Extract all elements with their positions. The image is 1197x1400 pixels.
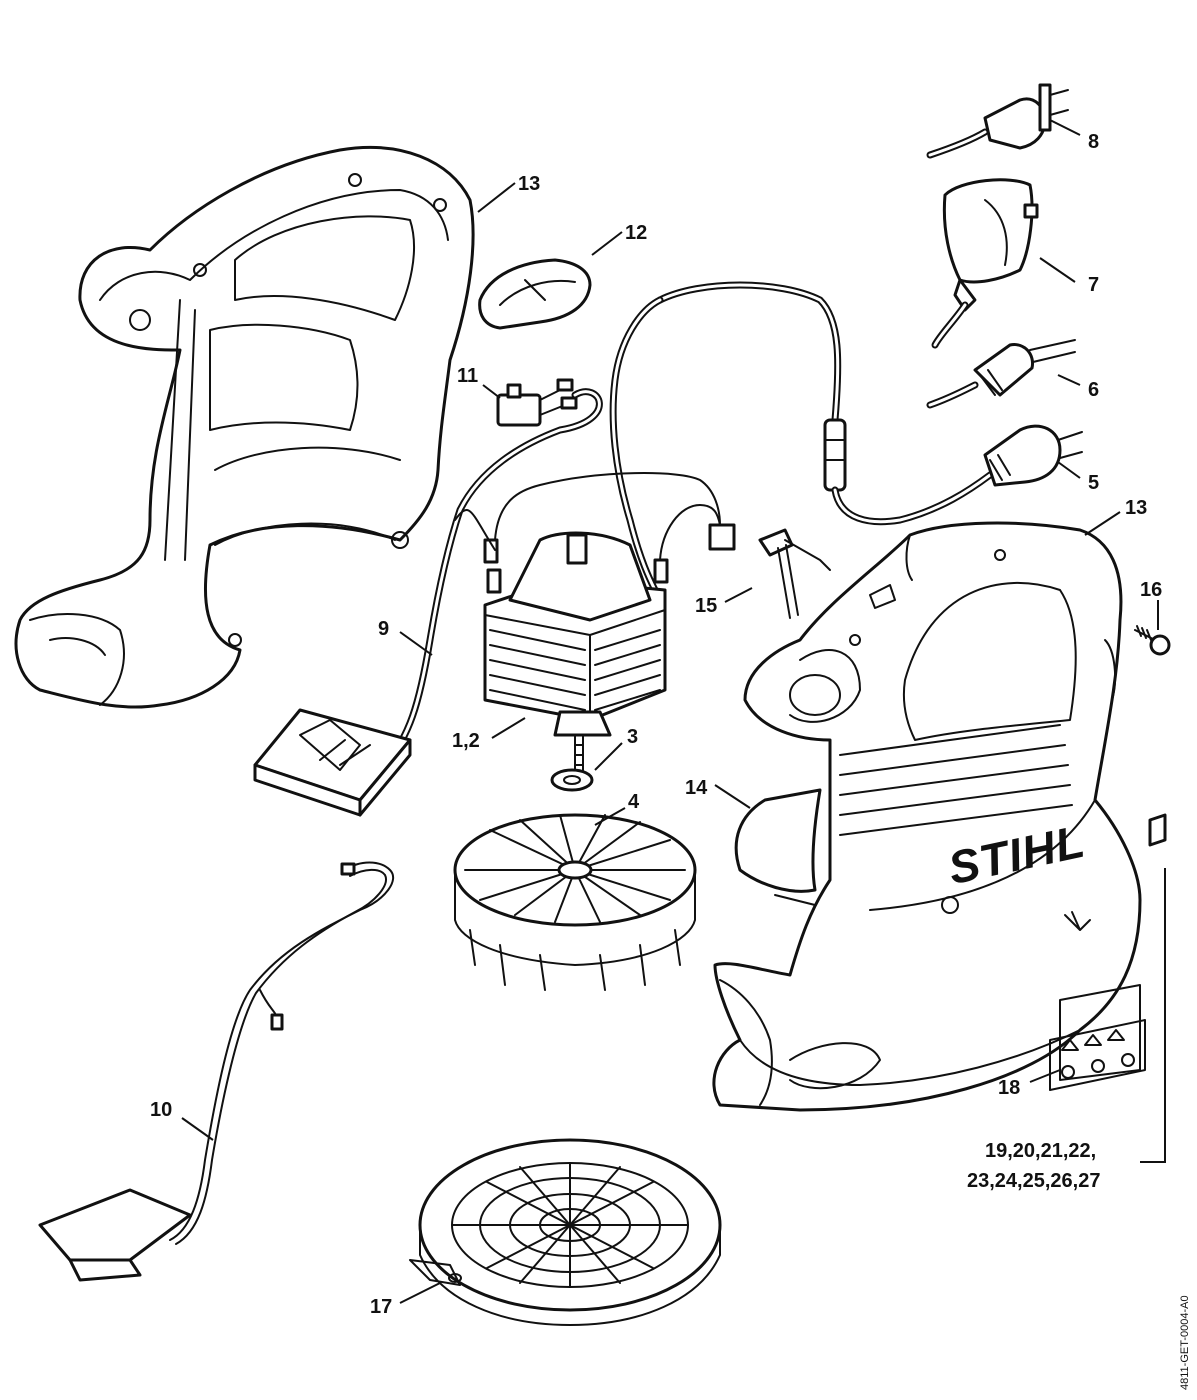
callout-18: 18 (998, 1077, 1020, 1099)
callout-6: 6 (1088, 379, 1099, 401)
callout-7: 7 (1088, 274, 1099, 296)
callout-16: 16 (1140, 579, 1162, 601)
callout-8: 8 (1088, 131, 1099, 153)
nozzle-insert (734, 788, 822, 906)
housing-half-right: STIHL (712, 521, 1142, 1112)
intake-cover (409, 1138, 722, 1326)
motor-leads (454, 472, 721, 561)
callout-labels: 13 12 11 8 7 6 5 13 16 15 9 1,2 3 4 14 1… (150, 131, 1162, 1318)
callout-9: 9 (378, 618, 389, 640)
callout-23-27: 23,24,25,26,27 (967, 1170, 1100, 1192)
plug-us (926, 83, 1069, 159)
fan-impeller (453, 813, 697, 991)
callout-13-right: 13 (1125, 497, 1147, 519)
callout-14: 14 (685, 777, 708, 799)
callout-13-left: 13 (518, 173, 540, 195)
callout-17: 17 (370, 1296, 392, 1318)
switch-button (478, 258, 592, 330)
leader-lines (181, 119, 1166, 1304)
power-cable (376, 281, 994, 774)
callout-15: 15 (695, 595, 717, 617)
plug-schuko (983, 424, 1083, 487)
tool-key (758, 528, 831, 619)
drawing-number: 4811-GET-0004-A0 (1179, 1295, 1191, 1390)
housing-half-left (14, 145, 475, 709)
callout-10: 10 (150, 1099, 172, 1121)
screw (1134, 625, 1171, 656)
callout-19-22: 19,20,21,22, (985, 1140, 1096, 1162)
washer (550, 768, 594, 792)
wire-harness (38, 861, 395, 1282)
plug-uk (931, 178, 1039, 349)
callout-1-2: 1,2 (452, 730, 480, 752)
callout-12: 12 (625, 222, 647, 244)
callout-5: 5 (1088, 472, 1099, 494)
callout-4: 4 (628, 791, 640, 813)
plug-euro (926, 339, 1076, 409)
electric-motor (483, 523, 736, 771)
switch-module (253, 708, 412, 817)
callout-11: 11 (457, 365, 478, 387)
callout-3: 3 (627, 726, 638, 748)
microswitch (496, 378, 578, 427)
